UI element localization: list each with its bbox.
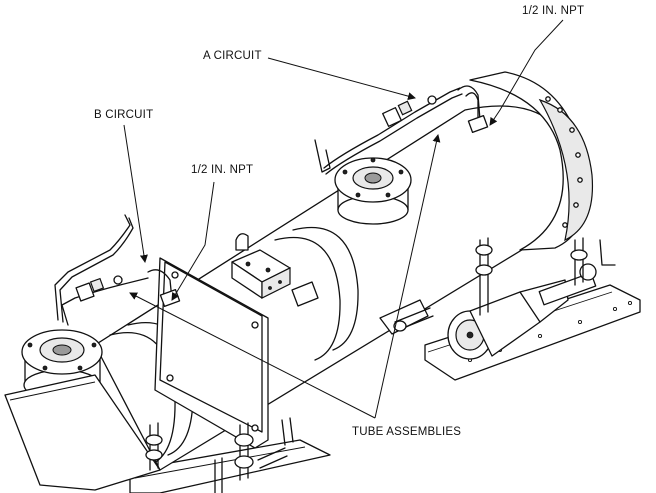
top-flange-nozzle xyxy=(334,157,412,225)
label-a-circuit: A CIRCUIT xyxy=(203,50,262,62)
leader-lines xyxy=(123,19,564,419)
tube-assembly-right xyxy=(393,307,434,332)
b-circuit-piping xyxy=(54,214,181,326)
a-circuit-piping xyxy=(314,85,489,175)
side-connector xyxy=(291,281,429,335)
left-saddle xyxy=(4,374,161,491)
label-npt-mid: 1/2 IN. NPT xyxy=(191,164,254,176)
right-head xyxy=(469,71,594,251)
lower-valves xyxy=(145,417,294,493)
junction-box xyxy=(231,233,291,299)
pump-assembly xyxy=(447,237,616,360)
label-b-circuit: B CIRCUIT xyxy=(94,109,154,121)
left-tube-sheet xyxy=(154,257,269,449)
label-npt-top: 1/2 IN. NPT xyxy=(522,5,585,17)
label-tube-assemblies: TUBE ASSEMBLIES xyxy=(352,426,462,438)
